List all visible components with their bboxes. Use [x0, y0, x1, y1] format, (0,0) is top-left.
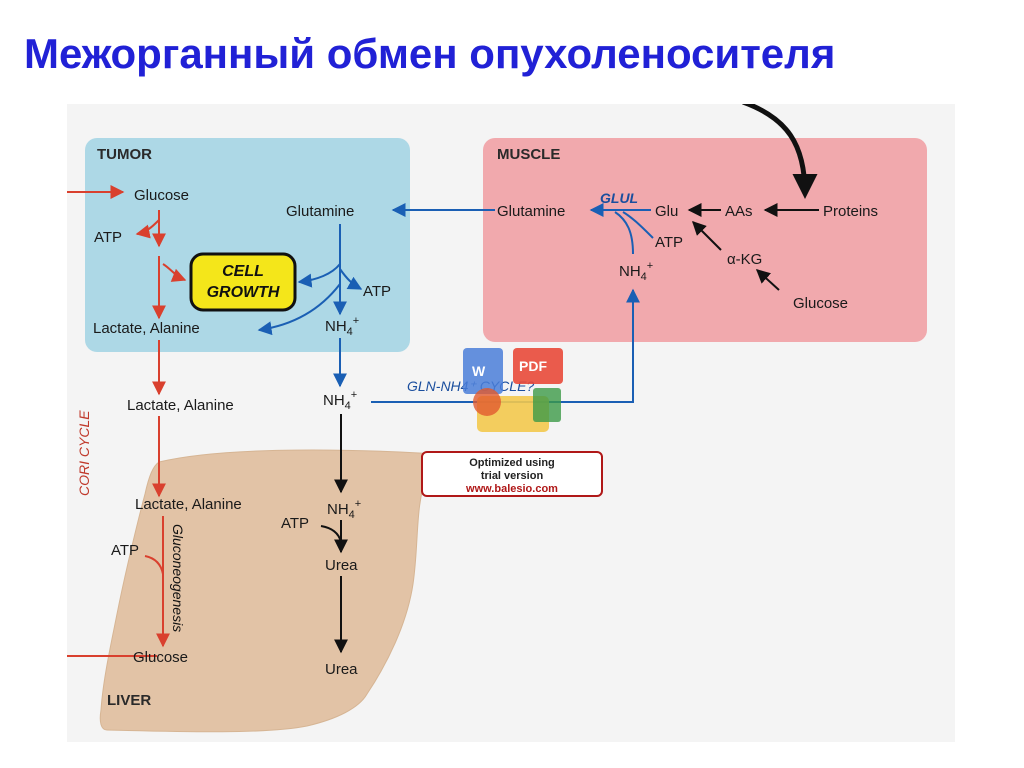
muscle-atp: ATP: [655, 234, 683, 251]
tumor-atp: ATP: [94, 229, 122, 246]
word-icon: W: [472, 363, 486, 379]
liver-glucose: Glucose: [133, 649, 188, 666]
circ-lactate-alanine: Lactate, Alanine: [127, 397, 234, 414]
metabolism-diagram: TUMOR MUSCLE LIVER Glucose ATP Lactate, …: [67, 104, 955, 742]
urea-arrows: [320, 414, 348, 654]
muscle-akg: α-KG: [727, 251, 762, 268]
muscle-arrows-black: [687, 203, 819, 291]
muscle-glu: Glu: [655, 203, 678, 220]
circ-nh4: NH4+: [323, 389, 357, 412]
muscle-glucose: Glucose: [793, 295, 848, 312]
tumor-glutamine: Glutamine: [286, 203, 354, 220]
tumor-lactate-alanine: Lactate, Alanine: [93, 320, 200, 337]
watermark-line2: trial version: [481, 470, 544, 482]
liver-label: LIVER: [107, 692, 151, 709]
tumor-panel: [85, 138, 410, 352]
watermark-line1: Optimized using: [469, 457, 555, 469]
pdf-icon: PDF: [519, 358, 547, 374]
diagram-canvas: TUMOR MUSCLE LIVER Glucose ATP Lactate, …: [67, 104, 927, 733]
slide-title: Межорганный обмен опухоленосителя: [24, 30, 836, 77]
muscle-glul-arrows: [589, 203, 654, 255]
muscle-glutamine: Glutamine: [497, 203, 565, 220]
gluconeogenesis-arrows: [144, 516, 170, 648]
muscle-panel: [483, 138, 927, 342]
tumor-glucose: Glucose: [134, 187, 189, 204]
liver-lactate-alanine: Lactate, Alanine: [135, 496, 242, 513]
watermark-url: www.balesio.com: [465, 483, 558, 495]
muscle-nh4: NH4+: [619, 260, 653, 283]
liver-atp-urea: ATP: [281, 515, 309, 532]
muscle-label: MUSCLE: [497, 146, 560, 163]
liver-organ-shape: [99, 449, 437, 733]
gln-nh4-cycle-arrows: [371, 203, 640, 403]
proteins-input-arrow: [742, 104, 818, 199]
cori-cycle-arrows: [67, 185, 166, 657]
tumor-label: TUMOR: [97, 146, 152, 163]
muscle-proteins: Proteins: [823, 203, 878, 220]
tumor-glutaminolysis-arrows: [257, 224, 363, 336]
cell-growth-line1: CELL: [222, 263, 264, 280]
watermark-icons: W PDF: [463, 348, 563, 432]
liver-urea: Urea: [325, 557, 358, 574]
cori-cycle-label: CORI CYCLE: [76, 410, 92, 496]
tumor-atp2: ATP: [363, 283, 391, 300]
glul-label: GLUL: [600, 190, 638, 206]
tumor-nh4: NH4+: [325, 315, 359, 338]
liver-nh4: NH4+: [327, 498, 361, 521]
muscle-aas: AAs: [725, 203, 753, 220]
tumor-glycolysis-arrows: [135, 210, 187, 320]
liver-atp: ATP: [111, 542, 139, 559]
gluconeogenesis-label: Gluconeogenesis: [170, 524, 186, 632]
cell-growth-line2: GROWTH: [207, 284, 280, 301]
watermark-box: Optimized using trial version www.balesi…: [421, 451, 603, 497]
circ-urea: Urea: [325, 661, 358, 678]
cell-growth-box: CELL GROWTH: [189, 252, 297, 312]
